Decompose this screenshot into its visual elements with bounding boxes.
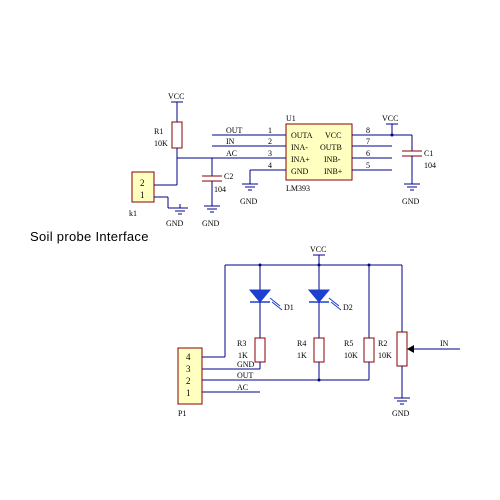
net-ac-label: AC (226, 149, 237, 158)
k1-ref: k1 (129, 209, 137, 218)
p1-gnd-label: GND (237, 360, 255, 369)
ground-symbol-k1: GND (166, 204, 188, 228)
svg-text:8: 8 (366, 126, 370, 135)
ground-symbol-bottom: GND (392, 397, 410, 418)
svg-text:3: 3 (186, 364, 191, 374)
vcc-label-bottom: VCC (310, 245, 326, 254)
led-d1: D1 (248, 289, 294, 312)
svg-text:7: 7 (366, 137, 370, 146)
r5-value: 10K (344, 351, 358, 360)
svg-text:3: 3 (268, 149, 272, 158)
svg-text:OUTB: OUTB (320, 143, 342, 152)
connector-k1: 2 1 k1 (129, 171, 169, 218)
vcc-label-left: VCC (168, 92, 184, 101)
r5-ref: R5 (344, 339, 353, 348)
svg-text:4: 4 (186, 352, 191, 362)
c2-ref: C2 (224, 172, 233, 181)
in-label: IN (440, 339, 449, 348)
svg-text:4: 4 (268, 161, 272, 170)
p1-ac-label: AC (237, 383, 248, 392)
resistor-r1 (171, 121, 183, 149)
svg-text:5: 5 (366, 161, 370, 170)
d2-ref: D2 (343, 303, 353, 312)
r4-value: 1K (297, 351, 307, 360)
section-title: Soil probe Interface (30, 229, 149, 244)
r3-ref: R3 (237, 339, 246, 348)
ground-symbol-ic: GND (240, 183, 258, 206)
svg-text:2: 2 (186, 376, 191, 386)
r1-ref: R1 (154, 127, 163, 136)
svg-text:1: 1 (140, 190, 145, 200)
ic-ref: U1 (286, 114, 296, 123)
vcc-symbol-bottom: VCC (310, 245, 326, 265)
wiper-arrow (407, 345, 414, 353)
svg-text:GND: GND (392, 409, 410, 418)
capacitor-c2: C2 104 (202, 158, 233, 206)
svg-text:1: 1 (268, 126, 272, 135)
r2-ref: R2 (378, 339, 387, 348)
r4-ref: R4 (297, 339, 306, 348)
ic-part: LM393 (286, 184, 310, 193)
ground-symbol-c1: GND (402, 183, 420, 206)
led-d2: D2 (307, 289, 353, 312)
potentiometer-r2 (396, 331, 408, 367)
resistor-r5 (363, 337, 375, 363)
ic-lm393: U1 LM393 OUTA INA- INA+ GND VCC OUTB INB… (285, 114, 353, 193)
svg-text:2: 2 (140, 178, 145, 188)
r2-value: 10K (378, 351, 392, 360)
p1-out-label: OUT (237, 371, 254, 380)
connector-p1: 4 3 2 1 P1 (177, 347, 203, 418)
c1-ref: C1 (424, 149, 433, 158)
resistor-r4 (313, 337, 325, 363)
vcc-label-right: VCC (382, 114, 398, 123)
r1-value: 10K (154, 139, 168, 148)
d1-ref: D1 (284, 303, 294, 312)
svg-text:1: 1 (186, 388, 191, 398)
svg-text:GND: GND (402, 197, 420, 206)
svg-text:INA-: INA- (291, 143, 308, 152)
svg-text:VCC: VCC (325, 131, 341, 140)
resistor-r3 (254, 337, 266, 363)
p1-ref: P1 (178, 409, 186, 418)
c2-value: 104 (214, 185, 226, 194)
c1-value: 104 (424, 161, 436, 170)
capacitor-c1: C1 104 (402, 135, 436, 184)
ground-symbol-c2: GND (202, 205, 220, 228)
svg-text:INA+: INA+ (291, 155, 310, 164)
svg-text:INB+: INB+ (324, 167, 343, 176)
vcc-symbol-left: VCC (168, 92, 184, 122)
vcc-symbol-right: VCC (382, 114, 398, 137)
svg-text:GND: GND (166, 219, 184, 228)
svg-text:OUTA: OUTA (291, 131, 313, 140)
svg-text:2: 2 (268, 137, 272, 146)
r3-value: 1K (238, 351, 248, 360)
svg-text:GND: GND (202, 219, 220, 228)
svg-text:INB-: INB- (324, 155, 341, 164)
net-out-label: OUT (226, 126, 243, 135)
net-in-label: IN (226, 137, 235, 146)
svg-text:GND: GND (291, 167, 309, 176)
svg-text:6: 6 (366, 149, 370, 158)
svg-text:GND: GND (240, 197, 258, 206)
